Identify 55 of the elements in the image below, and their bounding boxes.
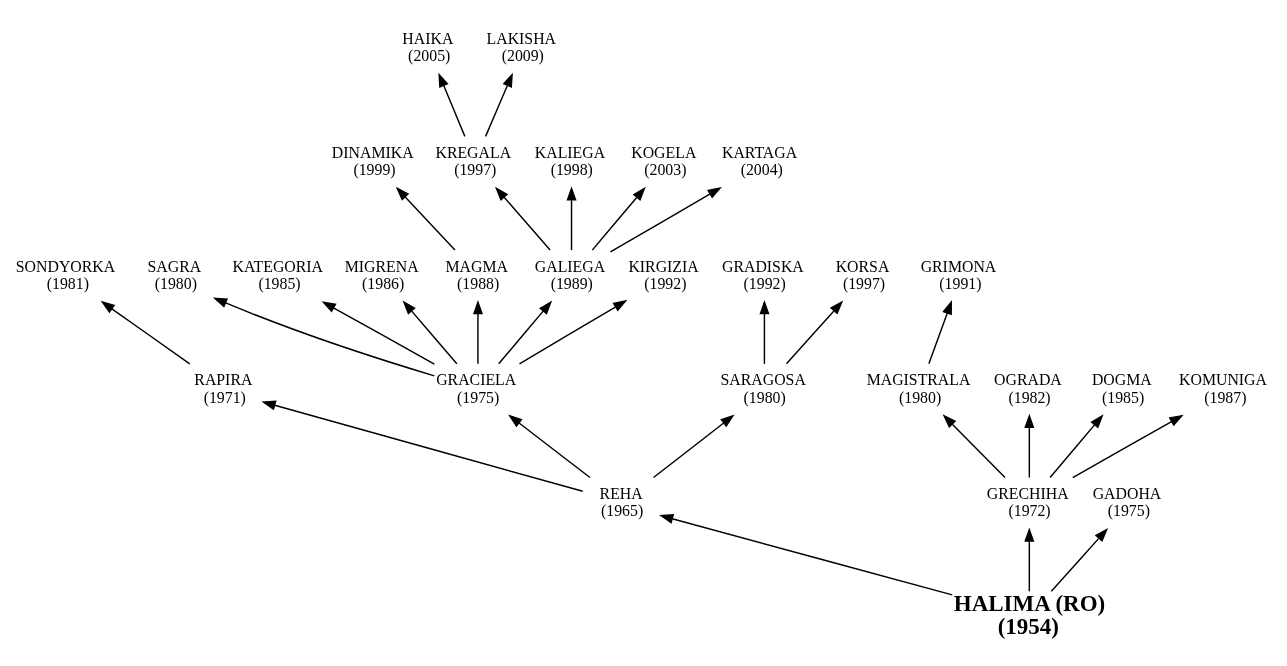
arrow: [261, 400, 584, 492]
node-text: DOGMA (1985): [1091, 371, 1152, 406]
node-text: GRECHIHA (1972): [986, 484, 1069, 520]
node-text: HAIKA (2005): [402, 30, 454, 65]
node-text: REHA (1965): [599, 484, 644, 520]
arrow: [652, 414, 735, 479]
node-text: KALIEGA (1998): [534, 143, 606, 179]
node-text: KIRGIZIA (1992): [628, 257, 699, 292]
node-text: GRIMONA (1991): [920, 257, 997, 292]
arrow: [212, 297, 436, 377]
arrow: [1050, 527, 1109, 592]
arrow: [438, 72, 466, 138]
arrow: [785, 300, 844, 365]
node-text: SAGRA (1980): [147, 257, 202, 292]
node-text: SONDYORKA (1981): [15, 257, 116, 292]
node-text: RAPIRA (1971): [194, 371, 253, 406]
arrow: [100, 300, 191, 365]
arrow: [498, 300, 553, 365]
arrow: [609, 186, 722, 253]
arrow: [566, 186, 577, 251]
node-text: DINAMIKA (1999): [331, 143, 414, 179]
arrow: [942, 414, 1006, 479]
node-text: KOGELA (2003): [631, 143, 697, 179]
node-text: GRADISKA (1992): [721, 257, 804, 292]
arrow: [402, 300, 458, 365]
arrow: [759, 299, 770, 365]
node-text: KREGALA (1997): [435, 143, 512, 179]
arrow: [1024, 527, 1035, 592]
arrow: [518, 299, 628, 365]
arrow: [1072, 414, 1184, 479]
node-text: MAGISTRALA (1980): [866, 371, 971, 406]
node-text: GALIEGA (1989): [534, 257, 606, 292]
arrow: [395, 186, 456, 251]
node-text: KOMUNIGA (1987): [1179, 371, 1267, 406]
node-text: GRACIELA (1975): [436, 371, 517, 406]
node-text: OGRADA (1982): [994, 371, 1062, 406]
arrow: [1024, 413, 1035, 479]
arrow: [472, 299, 483, 365]
arrow: [928, 300, 953, 365]
node-text: KORSA (1997): [835, 257, 890, 292]
node-text: HALIMA (RO) (1954): [953, 590, 1106, 640]
node-text: MIGRENA (1986): [344, 257, 419, 292]
arrow: [591, 186, 646, 251]
arrow: [484, 72, 513, 138]
node-text: KATEGORIA (1985): [232, 257, 324, 292]
arrow: [508, 414, 591, 479]
arrow: [321, 301, 436, 365]
node-text: MAGMA (1988): [445, 257, 508, 292]
node-text: SARAGOSA (1980): [720, 371, 806, 406]
node-text: KARTAGA (2004): [721, 143, 798, 179]
node-text: GADOHA (1975): [1092, 484, 1162, 520]
arrow: [658, 514, 953, 596]
node-text: LAKISHA (2009): [486, 30, 557, 65]
arrow: [494, 186, 551, 251]
arrow: [1049, 414, 1104, 479]
